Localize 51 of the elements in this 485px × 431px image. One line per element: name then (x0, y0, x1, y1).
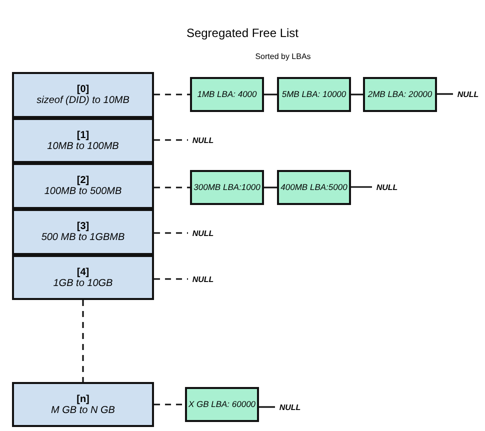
size-range: sizeof (DID) to 10MB (36, 95, 130, 106)
size-range: M GB to N GB (51, 404, 115, 416)
free-block-box (277, 170, 351, 205)
list-head-box (12, 382, 154, 427)
dashed-connector (154, 232, 188, 234)
list-head-box (12, 163, 154, 209)
list-head-box (12, 72, 154, 118)
connector-line (259, 406, 275, 408)
block-label: 300MB LBA:1000 (194, 182, 260, 194)
dashed-connector (154, 186, 190, 188)
size-range: 10MB to 100MB (47, 140, 119, 152)
dashed-connector (154, 94, 190, 96)
null-text: NULL (188, 273, 218, 285)
size-range: 100MB to 500MB (44, 186, 122, 197)
list-head-box (12, 209, 154, 255)
dashed-connector (154, 278, 188, 280)
index-label: [n] (76, 394, 90, 404)
null-text: NULL (453, 88, 483, 100)
free-block-box (363, 77, 437, 112)
list-head-box (12, 255, 154, 300)
index-label: [0] (76, 84, 90, 95)
block-label: X GB LBA: 60000 (188, 398, 256, 410)
null-text: NULL (275, 401, 305, 413)
dashed-connector (154, 139, 188, 141)
connector-line (351, 94, 363, 96)
index-label: [3] (76, 221, 90, 232)
null-text: NULL (188, 134, 218, 146)
free-block-box (190, 77, 264, 112)
dashed-connector (82, 300, 84, 382)
note: Sorted by LBAs (254, 52, 312, 61)
connector-line (264, 94, 277, 96)
size-range: 1GB to 10GB (53, 278, 113, 288)
size-range: 500 MB to 1GBMB (41, 232, 125, 243)
block-label: 5MB LBA: 10000 (282, 88, 346, 100)
index-label: [2] (76, 175, 90, 186)
free-block-box (185, 387, 259, 422)
block-label: 1MB LBA: 4000 (197, 88, 257, 100)
block-label: 2MB LBA: 20000 (368, 88, 432, 100)
connector-line (264, 186, 277, 188)
connector-line (351, 186, 372, 188)
block-label: 400MB LBA:5000 (280, 182, 348, 194)
free-block-box (190, 170, 264, 205)
dashed-connector (154, 404, 185, 406)
free-block-box (277, 77, 351, 112)
title: Segregated Free List (185, 26, 300, 40)
null-text: NULL (188, 227, 218, 239)
null-text: NULL (372, 181, 402, 193)
connector-line (437, 93, 453, 95)
index-label: [4] (76, 266, 90, 278)
index-label: [1] (76, 130, 90, 140)
list-head-box (12, 118, 154, 163)
